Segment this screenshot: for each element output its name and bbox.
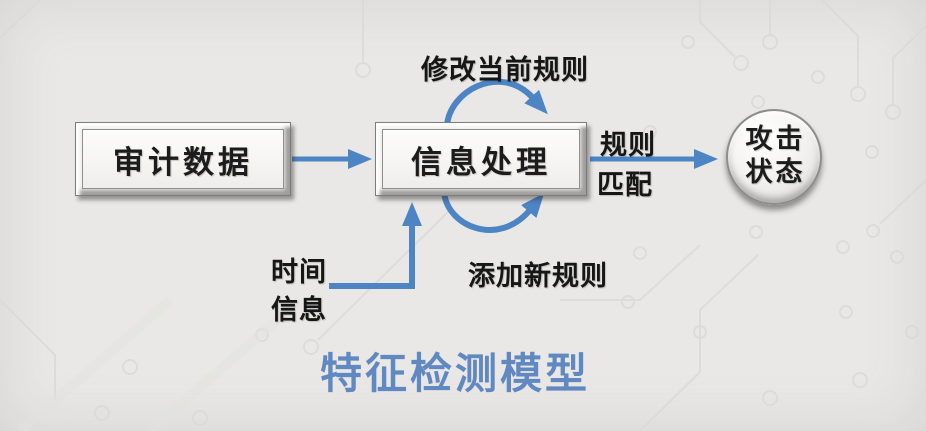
node-attack-state-label-line2: 状态	[745, 157, 806, 188]
time-info-label-line1: 时间	[271, 257, 327, 288]
node-info-processing-label: 信息处理	[411, 144, 551, 181]
node-audit-data-label: 审计数据	[113, 144, 253, 181]
diagram-title: 特征检测模型	[320, 349, 591, 398]
node-audit-data: 审计数据	[75, 122, 291, 196]
node-attack-state: 攻击 状态	[726, 109, 822, 205]
modify-rules-loop-arrow	[444, 78, 548, 128]
node-attack-state-label-line1: 攻击	[745, 124, 806, 156]
add-rules-loop-arrow	[441, 190, 545, 233]
node-info-processing-face: 信息处理	[382, 129, 580, 189]
add-new-rules-label: 添加新规则	[468, 261, 608, 292]
node-audit-data-face: 审计数据	[82, 129, 284, 189]
time-info-arrow	[329, 202, 422, 289]
node-info-processing: 信息处理	[375, 122, 587, 196]
rule-match-label-line2: 匹配	[597, 170, 653, 201]
rule-match-label-line1: 规则	[600, 130, 656, 161]
time-info-label-line2: 信息	[271, 295, 327, 326]
modify-current-rules-label: 修改当前规则	[421, 55, 589, 86]
